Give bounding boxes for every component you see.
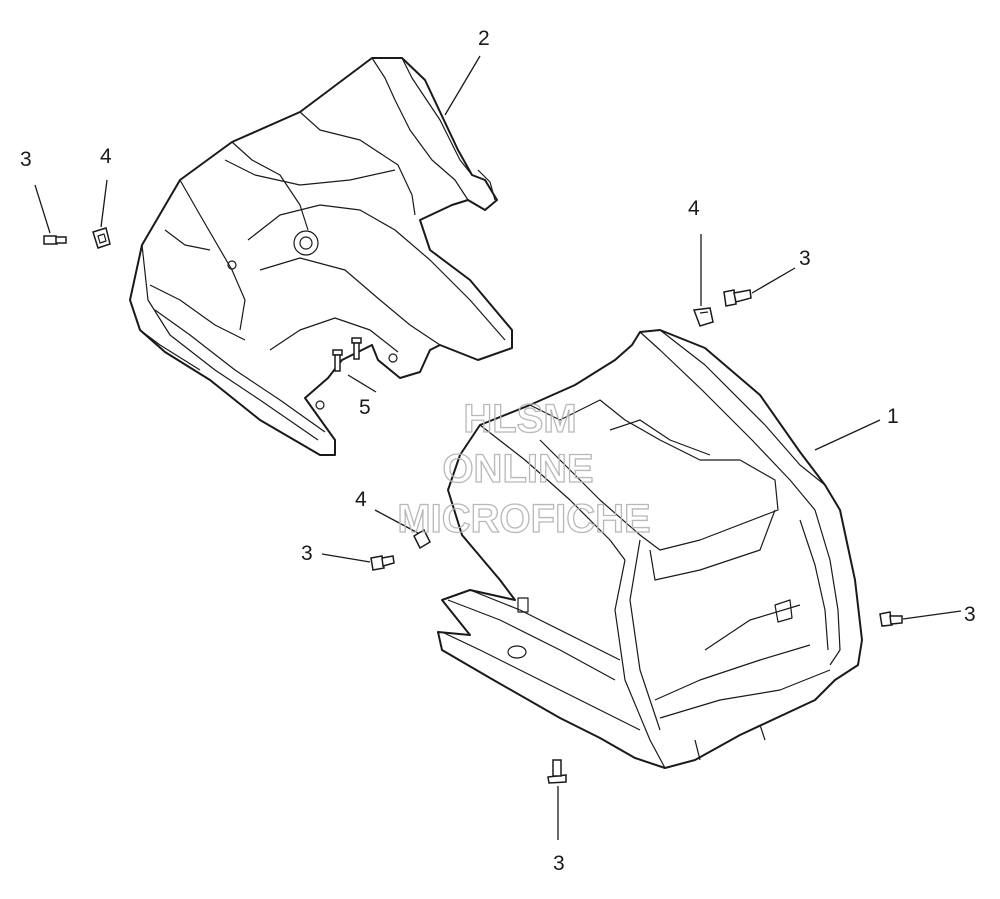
- callout-3-right: 3: [799, 247, 811, 270]
- callout-3-bottom: 3: [553, 852, 565, 875]
- part-1-lower-cowl: [437, 329, 863, 769]
- callout-4-upper-left: 4: [100, 145, 112, 168]
- watermark-line-1: HLSM: [463, 397, 576, 441]
- callout-3-upper-left: 3: [20, 148, 32, 171]
- callout-labels: 1 2 3 4 4 3 5 4 3 3 3: [20, 27, 976, 875]
- leader-lines: [34, 55, 962, 840]
- clip-4-center: [413, 528, 431, 550]
- screw-3-right: [723, 289, 752, 307]
- callout-4-right: 4: [688, 197, 700, 220]
- screw-3-bottom: [547, 759, 567, 784]
- callout-3-center: 3: [301, 542, 313, 565]
- callout-2: 2: [478, 27, 490, 50]
- callout-4-center: 4: [355, 488, 367, 511]
- callout-5: 5: [359, 396, 371, 419]
- screw-3-right-lower: [879, 611, 903, 627]
- callout-1: 1: [887, 405, 899, 428]
- bolt-5-pair: [332, 337, 362, 372]
- callout-3-right-lower: 3: [964, 603, 976, 626]
- part-2-upper-cowl: [129, 57, 513, 456]
- watermark-line-3: MICROFICHE: [397, 497, 650, 541]
- watermark: HLSM ONLINE MICROFICHE: [397, 396, 652, 541]
- clip-4-upper-left: [92, 227, 111, 249]
- screw-3-upper-left: [43, 235, 67, 245]
- watermark-line-2: ONLINE: [442, 447, 593, 491]
- clip-4-right: [692, 307, 714, 327]
- screw-3-center: [370, 555, 395, 571]
